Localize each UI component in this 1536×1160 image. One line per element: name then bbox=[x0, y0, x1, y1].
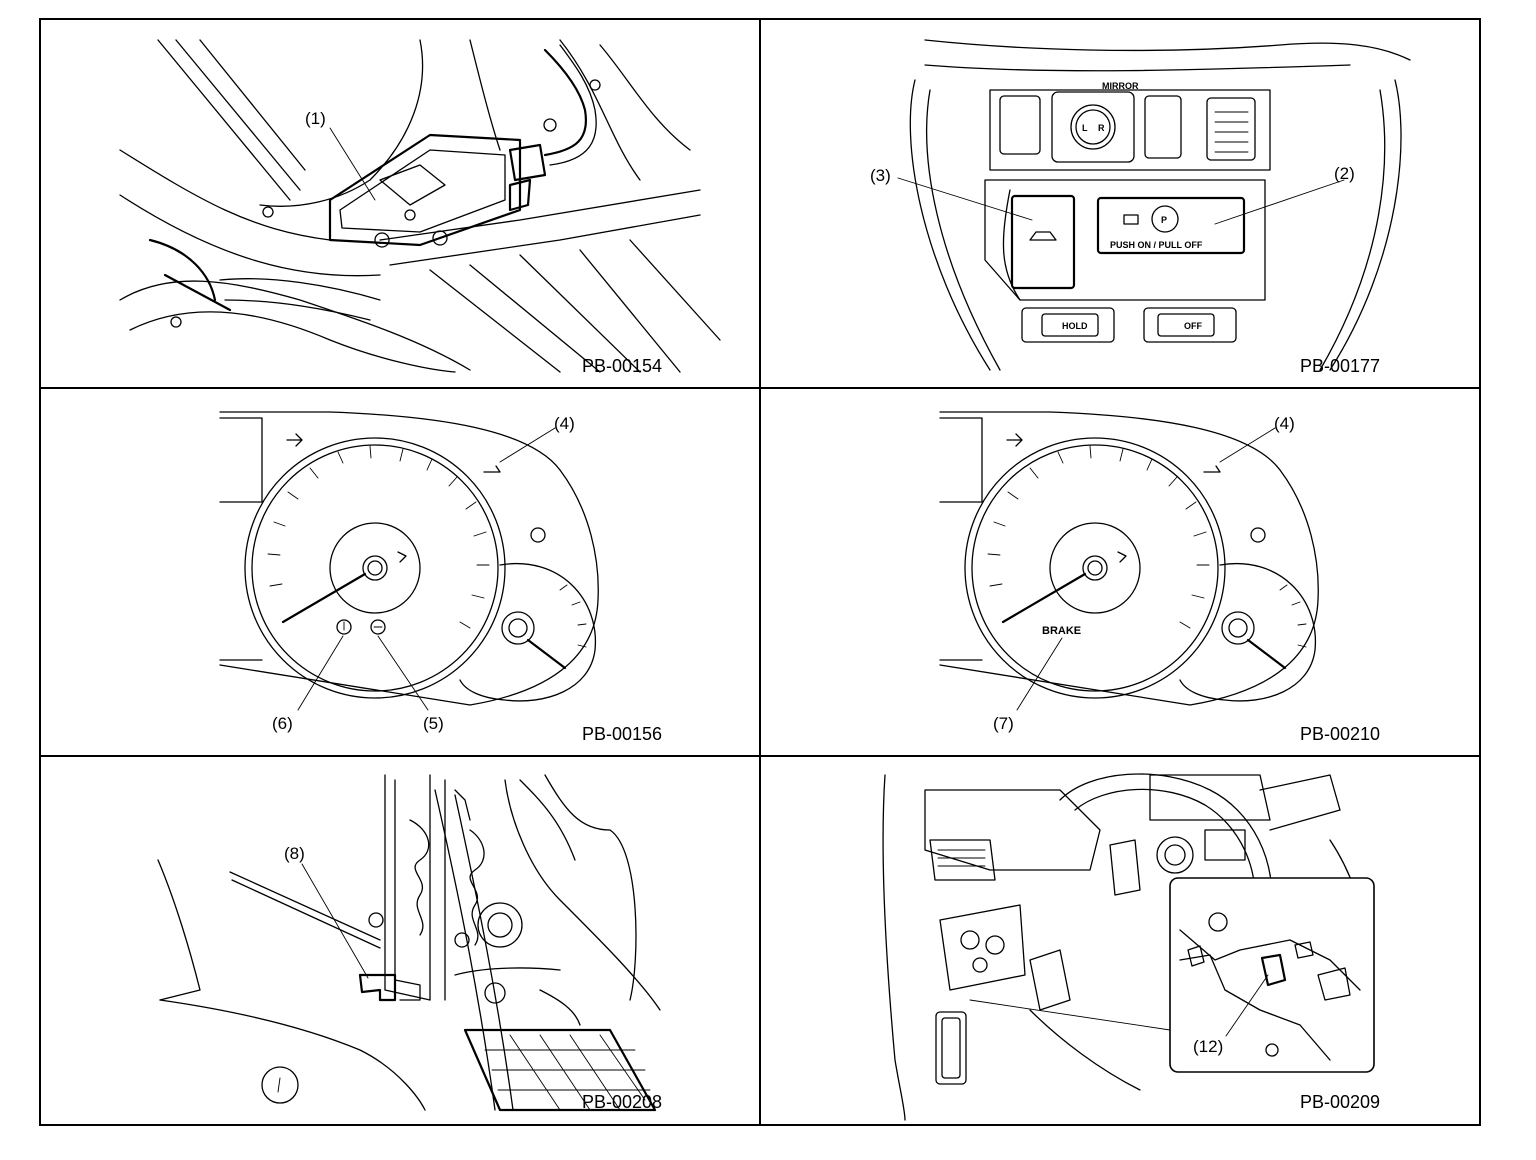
callout-6: (6) bbox=[272, 714, 293, 733]
sub-gauge bbox=[459, 527, 597, 702]
callout-1: (1) bbox=[305, 109, 326, 128]
callout-leader-12 bbox=[1225, 974, 1269, 1037]
p-symbol: P bbox=[1161, 215, 1167, 225]
off-label: OFF bbox=[1184, 321, 1202, 331]
panel-pb-00210: BRAKE (4) (7) PB-00210 bbox=[939, 411, 1380, 744]
callout-leader-6 bbox=[297, 635, 344, 711]
callout-5: (5) bbox=[423, 714, 444, 733]
callout-8: (8) bbox=[284, 844, 305, 863]
callout-leader-2 bbox=[1214, 179, 1345, 225]
callout-leader-4-p4 bbox=[1219, 427, 1276, 463]
inset-detail bbox=[1169, 877, 1375, 1073]
callout-4-p4: (4) bbox=[1274, 414, 1295, 433]
meter-housing bbox=[219, 411, 599, 706]
callout-3: (3) bbox=[870, 166, 891, 185]
panel-pb-00154: (1) PB-00154 bbox=[119, 39, 721, 376]
figure-code-pb-00209: PB-00209 bbox=[1300, 1092, 1380, 1112]
warning-lamps bbox=[336, 465, 501, 635]
figure-code-pb-00154: PB-00154 bbox=[582, 356, 662, 376]
callout-7: (7) bbox=[993, 714, 1014, 733]
brake-switch-group: P PUSH ON / PULL OFF HOLD OFF bbox=[1010, 194, 1246, 343]
meter-housing-2 bbox=[939, 411, 1319, 706]
panel-pb-00208: (8) PB-00208 bbox=[157, 774, 662, 1112]
console-illustration bbox=[909, 39, 1411, 371]
sub-gauge-2 bbox=[1179, 465, 1317, 702]
figure-code-pb-00210: PB-00210 bbox=[1300, 724, 1380, 744]
panel-pb-00156: (4) (6) (5) PB-00156 bbox=[219, 411, 662, 744]
callout-leader-4-p3 bbox=[499, 427, 556, 463]
hold-label: HOLD bbox=[1062, 321, 1088, 331]
parking-brake-unit bbox=[170, 44, 601, 328]
mirror-l-label: L bbox=[1082, 123, 1088, 133]
callout-leader-7 bbox=[1016, 637, 1063, 711]
callout-2: (2) bbox=[1334, 164, 1355, 183]
underbody-illustration bbox=[119, 39, 721, 373]
speedometer bbox=[244, 437, 506, 699]
callout-4-p3: (4) bbox=[554, 414, 575, 433]
brake-warning-text: BRAKE bbox=[1042, 625, 1081, 637]
callout-leader-3 bbox=[897, 177, 1033, 221]
mirror-label: MIRROR bbox=[1102, 81, 1139, 91]
figure-grid bbox=[39, 18, 1481, 1126]
callout-leader-5 bbox=[377, 635, 429, 711]
speedometer-2 bbox=[964, 437, 1226, 699]
panel-pb-00177: MIRROR L R P PUSH ON / PULL OFF HOLD OFF… bbox=[870, 39, 1411, 376]
brake-switch-part bbox=[358, 973, 421, 1002]
cabin-illustration bbox=[882, 773, 1366, 1121]
callout-12: (12) bbox=[1193, 1037, 1223, 1056]
inset-pointer-line bbox=[969, 999, 1171, 1031]
push-on-pull-off-label: PUSH ON / PULL OFF bbox=[1110, 240, 1203, 250]
figure-code-pb-00156: PB-00156 bbox=[582, 724, 662, 744]
figure-code-pb-00208: PB-00208 bbox=[582, 1092, 662, 1112]
callout-leader-1 bbox=[329, 127, 376, 201]
panel-pb-00209: (12) PB-00209 bbox=[882, 773, 1380, 1121]
mirror-r-label: R bbox=[1098, 123, 1105, 133]
pedal-area-illustration bbox=[157, 774, 661, 1112]
mirror-switch-row: MIRROR L R bbox=[999, 81, 1256, 163]
figure-code-pb-00177: PB-00177 bbox=[1300, 356, 1380, 376]
callout-leader-8 bbox=[301, 863, 369, 979]
